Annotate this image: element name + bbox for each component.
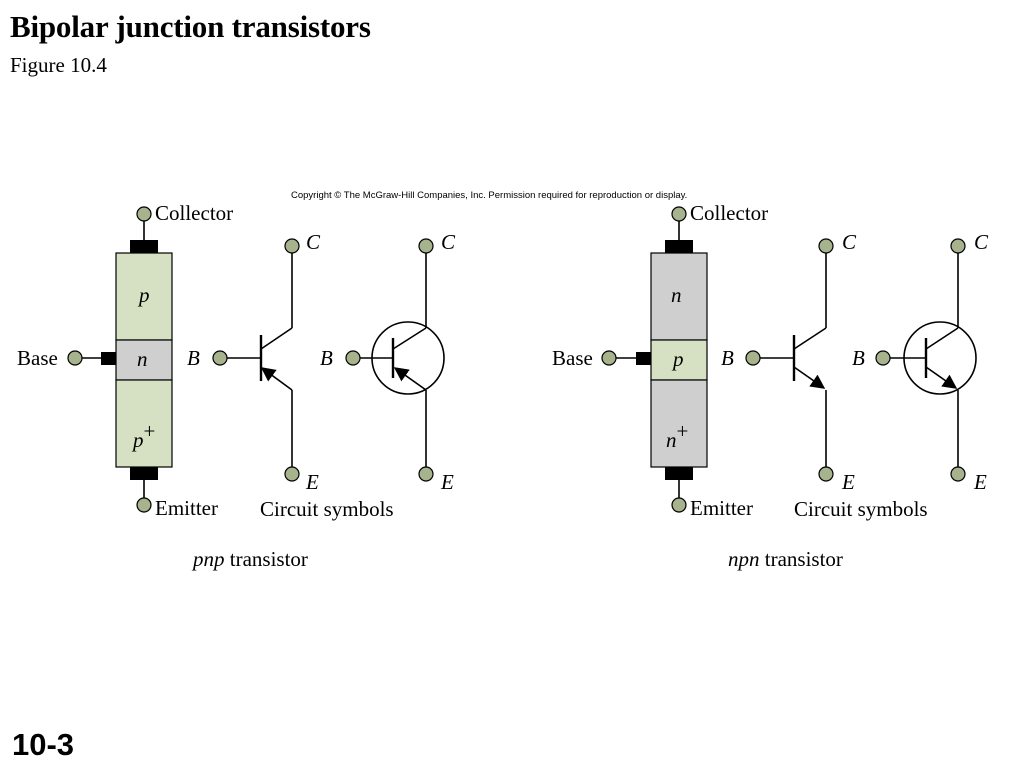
npn-n-region-top — [650, 252, 708, 341]
pnp-collector-contact — [130, 240, 158, 253]
copyright-notice: Copyright © The McGraw-Hill Companies, I… — [291, 190, 687, 201]
pnp-symbol-b-label: B — [187, 346, 200, 370]
npn-symbols-caption: Circuit symbols — [794, 497, 928, 521]
npn-symbol-b-terminal — [745, 350, 761, 366]
pnp-emitter-contact — [130, 467, 158, 480]
pnp-symbol2-b-terminal — [345, 350, 361, 366]
npn-symbol2-c-label: C — [974, 230, 989, 254]
pnp-transistor: Collector Base Emitter p n p+ C B E — [17, 201, 456, 571]
figure-label: Figure 10.4 — [10, 53, 107, 77]
pnp-symbol-circled: C B E — [320, 230, 456, 494]
npn-bottom-region-label: n+ — [666, 419, 688, 452]
npn-collector-label: Collector — [690, 201, 768, 225]
npn-emitter-terminal — [671, 497, 687, 513]
npn-base-terminal — [601, 350, 617, 366]
pnp-base-contact — [101, 352, 116, 365]
pnp-caption: pnp transistor — [191, 547, 308, 571]
pnp-symbol-e-terminal — [284, 466, 300, 482]
slide-title: Bipolar junction transistors — [10, 9, 371, 44]
pnp-symbol-e-label: E — [305, 470, 319, 494]
pnp-symbol2-c-terminal — [418, 238, 434, 254]
npn-symbol-circled: C B E — [852, 230, 989, 494]
npn-symbol-plain: C B E — [721, 230, 857, 494]
npn-symbol-c-label: C — [842, 230, 857, 254]
npn-collector-contact — [665, 240, 693, 253]
npn-base-label: Base — [552, 346, 593, 370]
npn-structure: Collector Base Emitter n p n+ — [552, 201, 768, 520]
pnp-bottom-region-label: p+ — [131, 419, 155, 452]
page-number: 10-3 — [12, 727, 75, 762]
npn-n-region-bottom — [650, 379, 708, 468]
npn-caption: npn transistor — [728, 547, 843, 571]
npn-symbol-b-label: B — [721, 346, 734, 370]
npn-symbol2-e-terminal — [950, 466, 966, 482]
pnp-mid-region-label: n — [137, 347, 148, 371]
npn-symbol-e-terminal — [818, 466, 834, 482]
npn-symbol2-c-terminal — [950, 238, 966, 254]
pnp-collector-label: Collector — [155, 201, 233, 225]
pnp-base-terminal — [67, 350, 83, 366]
npn-symbol2-e-label: E — [973, 470, 987, 494]
npn-symbol-e-label: E — [841, 470, 855, 494]
pnp-symbol-c-label: C — [306, 230, 321, 254]
pnp-symbol-b-terminal — [212, 350, 228, 366]
pnp-symbol2-e-label: E — [440, 470, 454, 494]
pnp-emitter-label: Emitter — [155, 496, 218, 520]
npn-transistor: Collector Base Emitter n p n+ C B E — [552, 201, 989, 571]
pnp-collector-terminal — [136, 206, 152, 222]
pnp-structure: Collector Base Emitter p n p+ — [17, 201, 233, 520]
npn-symbol2-b-label: B — [852, 346, 865, 370]
npn-collector-terminal — [671, 206, 687, 222]
npn-mid-region-label: p — [671, 347, 684, 371]
pnp-symbols-caption: Circuit symbols — [260, 497, 394, 521]
pnp-symbol-plain: C B E — [187, 230, 321, 494]
pnp-top-region-label: p — [137, 283, 150, 307]
npn-top-region-label: n — [671, 283, 682, 307]
pnp-p-region-top — [115, 252, 173, 341]
pnp-symbol2-c-label: C — [441, 230, 456, 254]
pnp-symbol-c-terminal — [284, 238, 300, 254]
pnp-symbol2-e-terminal — [418, 466, 434, 482]
pnp-emitter-terminal — [136, 497, 152, 513]
npn-emitter-label: Emitter — [690, 496, 753, 520]
npn-symbol-c-terminal — [818, 238, 834, 254]
pnp-symbol2-b-label: B — [320, 346, 333, 370]
npn-emitter-contact — [665, 467, 693, 480]
pnp-base-label: Base — [17, 346, 58, 370]
npn-base-contact — [636, 352, 651, 365]
npn-symbol2-b-terminal — [875, 350, 891, 366]
